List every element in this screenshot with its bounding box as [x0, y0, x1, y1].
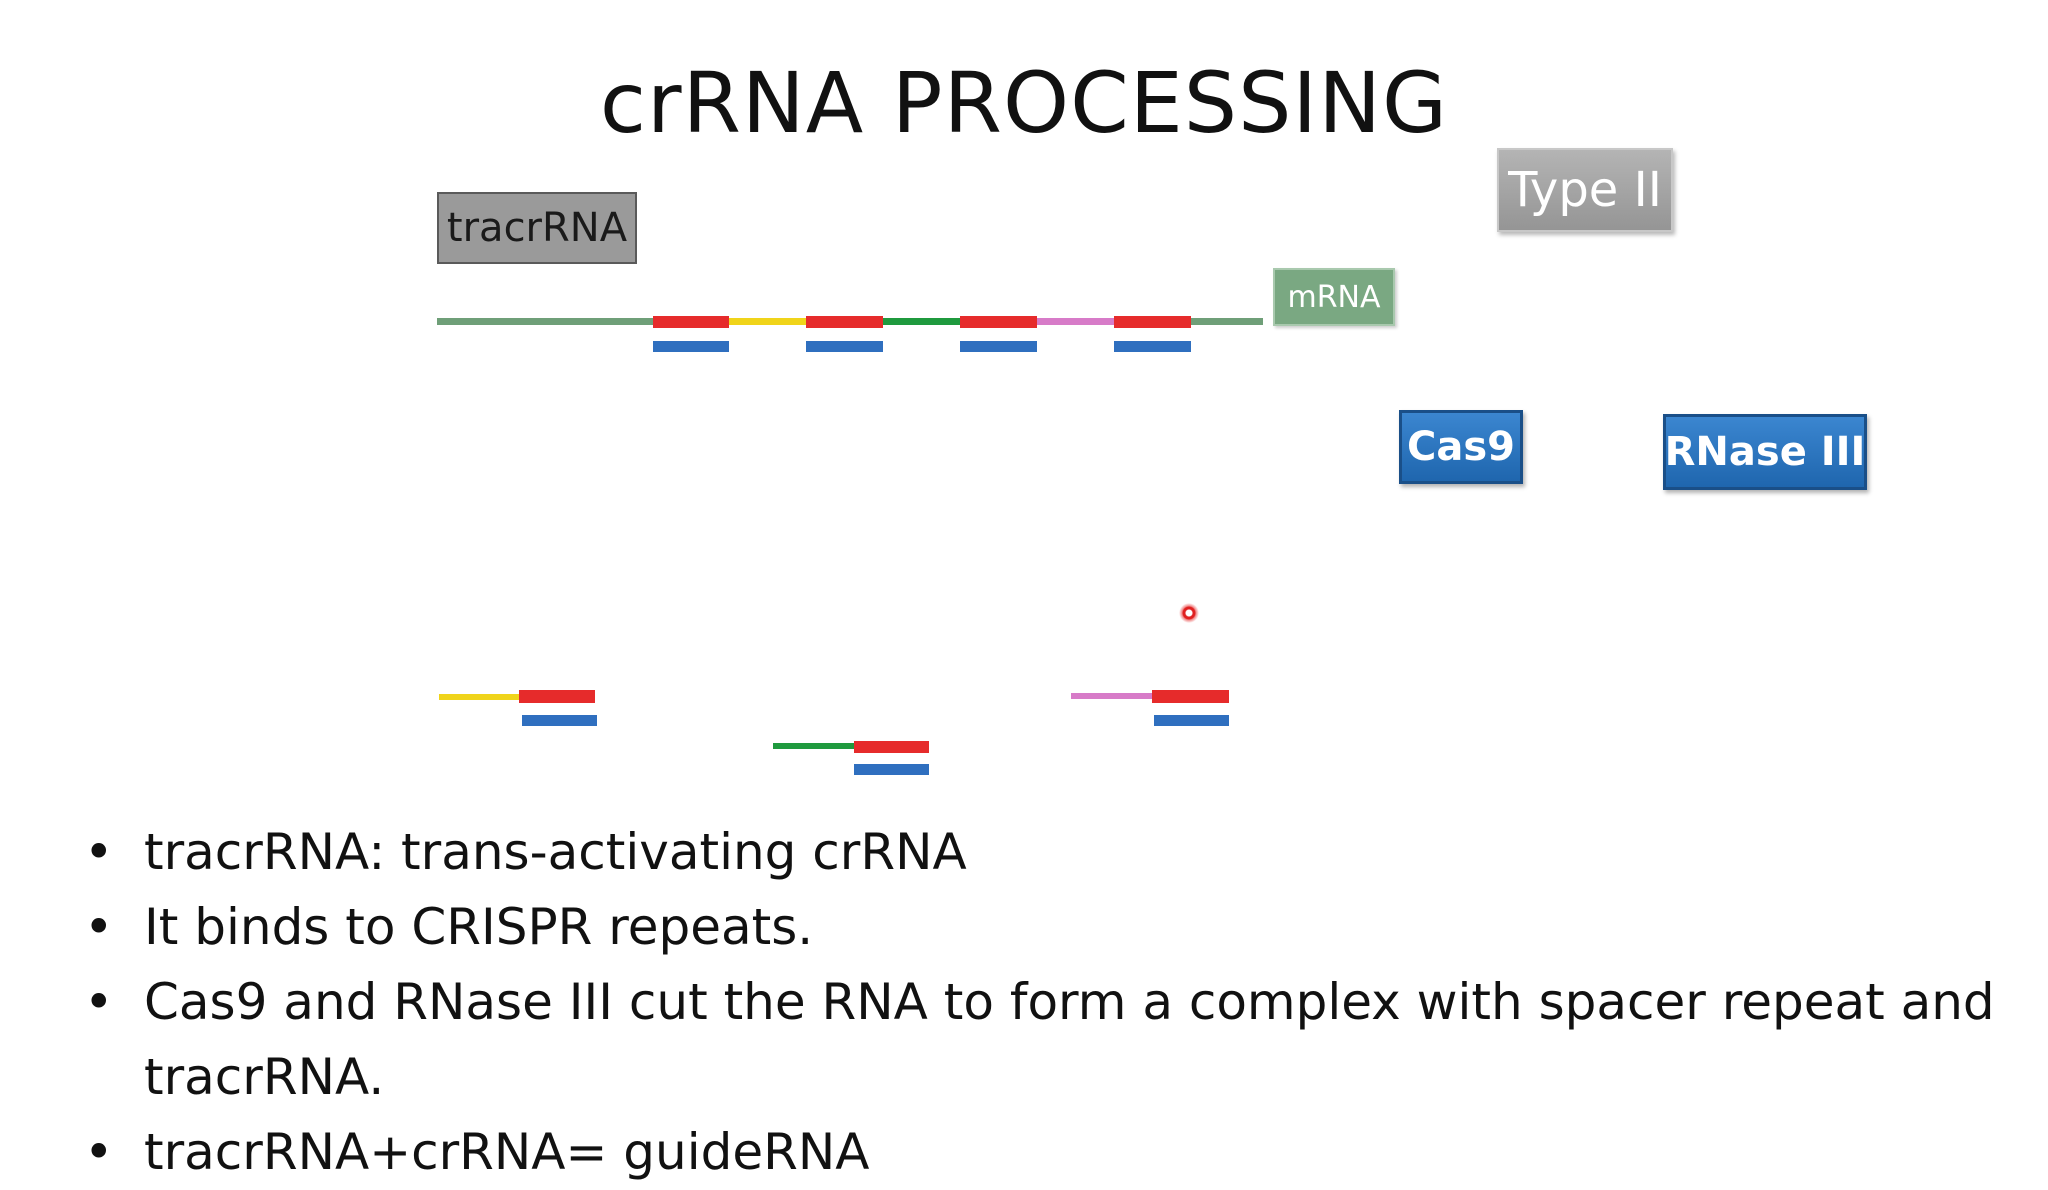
rnase-iii-label: RNase III — [1663, 414, 1867, 490]
tracrrna-strand — [806, 341, 883, 352]
repeat-segment — [806, 316, 883, 328]
tracrrna-strand — [1114, 341, 1191, 352]
crispr-diagram: tracrRNA Type II mRNA Cas9 RNase III — [437, 148, 1867, 775]
fragment-tracrrna — [522, 715, 597, 726]
mrna-label: mRNA — [1273, 268, 1395, 326]
laser-pointer-dot — [1179, 603, 1199, 623]
fragment-repeat — [854, 741, 929, 753]
repeat-segment — [960, 316, 1037, 328]
spacer-yellow — [729, 318, 806, 325]
repeat-segment — [1114, 316, 1191, 328]
spacer-pink — [1037, 318, 1114, 325]
bullet-item: It binds to CRISPR repeats. — [80, 890, 2020, 965]
tracrrna-label: tracrRNA — [437, 192, 637, 264]
fragment-spacer-pink — [1071, 693, 1153, 699]
fragment-tracrrna — [1154, 715, 1229, 726]
fragment-spacer-yellow — [439, 694, 520, 700]
tracrrna-strand — [653, 341, 729, 352]
repeat-segment — [653, 316, 729, 328]
tracrrna-strand — [960, 341, 1037, 352]
fragment-repeat — [519, 690, 595, 703]
type-ii-label: Type II — [1497, 148, 1673, 232]
fragment-repeat — [1152, 690, 1229, 703]
fragment-tracrrna — [854, 764, 929, 775]
spacer-green — [883, 318, 960, 325]
bullet-item: tracrRNA+crRNA= guideRNA — [80, 1115, 2020, 1190]
bullet-list: tracrRNA: trans-activating crRNA It bind… — [80, 815, 2020, 1190]
bullet-item: Cas9 and RNase III cut the RNA to form a… — [80, 965, 2020, 1115]
fragment-spacer-green — [773, 743, 854, 749]
cas9-label: Cas9 — [1399, 410, 1523, 484]
bullet-item: tracrRNA: trans-activating crRNA — [80, 815, 2020, 890]
slide-title: crRNA PROCESSING — [599, 54, 1449, 152]
